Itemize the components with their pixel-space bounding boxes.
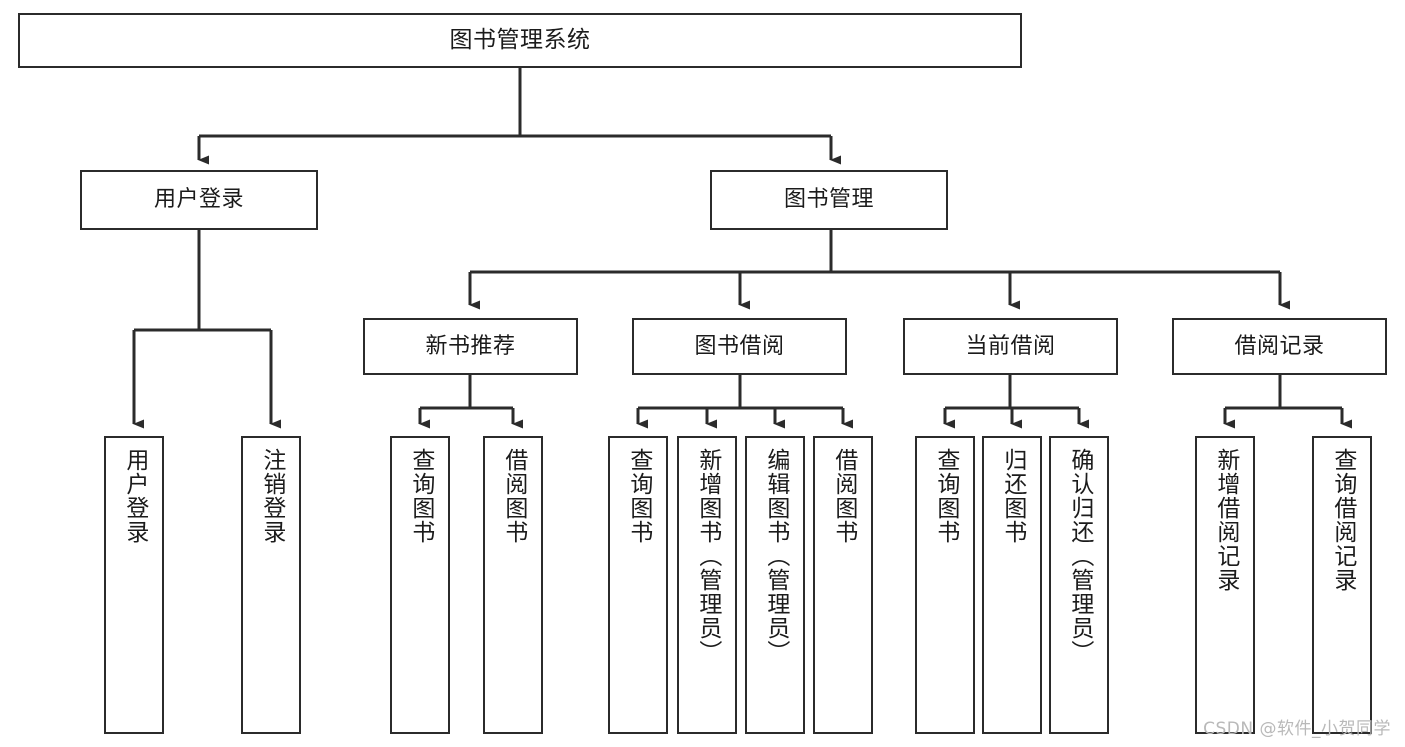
node-leaf-query-book-2[interactable]: 查询图书 [608, 436, 668, 734]
node-label: 查询图书 [932, 448, 959, 544]
node-leaf-logout-login[interactable]: 注销登录 [241, 436, 301, 734]
node-label: 用户登录 [153, 187, 244, 213]
node-leaf-query-book-1[interactable]: 查询图书 [390, 436, 450, 734]
watermark-text: CSDN @软件_小贺同学 [1203, 719, 1391, 739]
node-leaf-add-record[interactable]: 新增借阅记录 [1195, 436, 1255, 734]
node-label: 编辑图书（管理员） [762, 448, 789, 664]
node-book-borrow[interactable]: 图书借阅 [632, 318, 847, 375]
node-label: 借阅图书 [500, 448, 527, 544]
node-leaf-confirm-return[interactable]: 确认归还（管理员） [1049, 436, 1109, 734]
node-label: 借阅记录 [1234, 333, 1325, 359]
node-label: 新增图书（管理员） [694, 448, 721, 664]
node-label: 图书借阅 [694, 333, 785, 359]
node-leaf-borrow-book-1[interactable]: 借阅图书 [483, 436, 543, 734]
node-label: 当前借阅 [965, 333, 1056, 359]
node-label: 新书推荐 [425, 333, 516, 359]
node-label: 用户登录 [121, 448, 148, 544]
node-current-borrow[interactable]: 当前借阅 [903, 318, 1118, 375]
node-leaf-user-login[interactable]: 用户登录 [104, 436, 164, 734]
node-label: 借阅图书 [830, 448, 857, 544]
node-borrow-record[interactable]: 借阅记录 [1172, 318, 1387, 375]
node-new-book-recommend[interactable]: 新书推荐 [363, 318, 578, 375]
node-label: 归还图书 [999, 448, 1026, 544]
node-label: 查询借阅记录 [1329, 448, 1356, 592]
node-label: 注销登录 [258, 448, 285, 544]
node-label: 新增借阅记录 [1212, 448, 1239, 592]
node-label: 确认归还（管理员） [1066, 448, 1093, 664]
node-label: 图书管理系统 [449, 27, 591, 54]
node-leaf-edit-book[interactable]: 编辑图书（管理员） [745, 436, 805, 734]
node-leaf-return-book[interactable]: 归还图书 [982, 436, 1042, 734]
node-book-manage[interactable]: 图书管理 [710, 170, 948, 230]
node-leaf-borrow-book-2[interactable]: 借阅图书 [813, 436, 873, 734]
node-leaf-query-record[interactable]: 查询借阅记录 [1312, 436, 1372, 734]
node-label: 查询图书 [407, 448, 434, 544]
node-leaf-add-book[interactable]: 新增图书（管理员） [677, 436, 737, 734]
node-user-login[interactable]: 用户登录 [80, 170, 318, 230]
node-label: 查询图书 [625, 448, 652, 544]
node-label: 图书管理 [783, 187, 874, 213]
node-leaf-query-book-3[interactable]: 查询图书 [915, 436, 975, 734]
node-root-system[interactable]: 图书管理系统 [18, 13, 1022, 68]
